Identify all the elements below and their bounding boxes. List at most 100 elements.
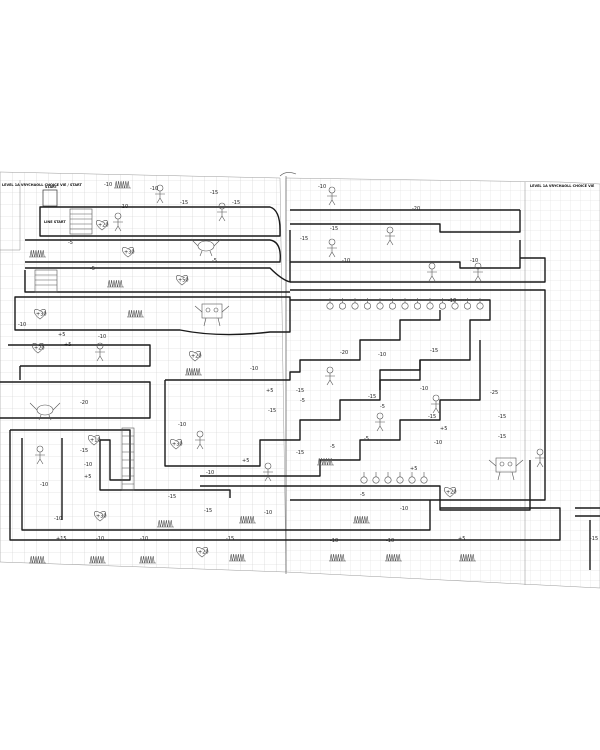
point-label: -15: [232, 200, 240, 206]
heart-icon: +30: [122, 247, 135, 258]
point-label: -10: [470, 258, 478, 264]
point-label: -10: [84, 462, 92, 468]
point-label: -10: [330, 538, 338, 544]
ring-icon: [363, 298, 371, 310]
point-label: -10: [400, 506, 408, 512]
goblin-icon: [327, 238, 337, 258]
point-label: -20: [80, 400, 88, 406]
point-label: -5: [68, 240, 73, 246]
heart-value: +30: [36, 312, 47, 318]
heart-icon: +20: [96, 220, 109, 231]
grass-trap-icon: [239, 515, 256, 524]
point-label: -15: [204, 508, 212, 514]
heart-value: +20: [446, 490, 457, 496]
paper-sheet-left: [0, 171, 287, 573]
grass-trap-icon: [29, 249, 46, 258]
grass-trap-icon: [139, 555, 156, 564]
heart-group: +20+30+50+30+20+20+30+10+30+20+20: [32, 220, 457, 558]
point-label: -15: [268, 408, 276, 414]
ring-icon: [401, 298, 409, 310]
ring-icon: [420, 472, 428, 484]
point-label: -15: [498, 434, 506, 440]
point-label: -10: [40, 482, 48, 488]
ring-icon: [351, 298, 359, 310]
point-label: -10: [18, 322, 26, 328]
point-label: -15: [368, 394, 376, 400]
point-label: -15: [330, 226, 338, 232]
skeleton-icon: [35, 445, 45, 465]
heart-value: +20: [34, 346, 45, 352]
heart-value: +20: [198, 550, 209, 556]
point-label: -10: [150, 186, 158, 192]
point-label: -10: [386, 538, 394, 544]
ladder-icon: [34, 208, 135, 491]
goblin-icon: [217, 202, 227, 222]
point-label: -10: [318, 184, 326, 190]
point-label: -15: [296, 450, 304, 456]
point-label: +5: [64, 342, 71, 348]
start-marker: [42, 189, 58, 207]
grass-trap-icon: [459, 553, 476, 562]
point-label: +5: [84, 474, 91, 480]
goblin-icon: [431, 394, 441, 414]
point-label: -10: [98, 334, 106, 340]
grass-trap-icon: [157, 519, 174, 528]
heart-icon: +50: [176, 275, 189, 286]
point-label: -10: [264, 510, 272, 516]
grass-trap-icon: [29, 180, 476, 564]
point-label: -15: [168, 494, 176, 500]
point-label: -5: [300, 398, 305, 404]
heart-value: +30: [124, 250, 135, 256]
ring-icon: [326, 298, 334, 310]
maze-walls: [0, 206, 600, 570]
goblin-icon: [325, 366, 335, 386]
goblin-icon: [155, 184, 165, 204]
ring-icon: [408, 472, 416, 484]
heart-icon: +20: [189, 351, 202, 362]
point-label: +5: [58, 332, 65, 338]
ring-icon: [326, 298, 484, 484]
ring-icon: [463, 298, 471, 310]
point-label: +5: [440, 426, 447, 432]
grass-trap-icon: [29, 555, 46, 564]
grass-trap-icon: [114, 180, 131, 189]
monster-icon: [29, 184, 545, 482]
point-label: -10: [54, 516, 62, 522]
point-label: -10: [178, 422, 186, 428]
goblin-icon: [327, 186, 337, 206]
ring-icon: [338, 298, 346, 310]
grass-trap-icon: [317, 457, 334, 466]
ring-icon: [384, 472, 392, 484]
ring-icon: [388, 298, 396, 310]
point-label: -15: [498, 414, 506, 420]
goblin-icon: [113, 212, 123, 232]
goblin-icon: [195, 430, 205, 450]
point-label: -15: [296, 388, 304, 394]
point-label: -15: [428, 414, 436, 420]
monster-icon: [190, 238, 222, 257]
point-label: -15: [300, 236, 308, 242]
goblin-icon: [263, 462, 273, 482]
ring-icon: [372, 472, 380, 484]
point-labels: -10 -10 -15 -5 -5 -10 -15 -15 -10 -15 -20 -10 -15 -10…: [18, 182, 598, 544]
point-label: -15: [430, 348, 438, 354]
point-label: -15: [226, 536, 234, 542]
goblin-icon: [375, 412, 385, 432]
point-label: -15: [590, 536, 598, 542]
heart-icon: +20: [196, 547, 209, 558]
ring-icon: [426, 298, 434, 310]
point-label: -20: [412, 206, 420, 212]
grass-trap-icon: [353, 515, 370, 524]
point-label: -10: [378, 352, 386, 358]
point-label: -5: [364, 436, 369, 442]
point-label: -5: [212, 258, 217, 264]
point-label: +5: [410, 466, 417, 472]
spawn-label: LINE START: [44, 220, 66, 224]
grass-trap-icon: [329, 553, 346, 562]
point-label: -10: [434, 440, 442, 446]
point-label: -10: [96, 536, 104, 542]
point-label: +5: [458, 536, 465, 542]
goblin-icon: [473, 262, 483, 282]
